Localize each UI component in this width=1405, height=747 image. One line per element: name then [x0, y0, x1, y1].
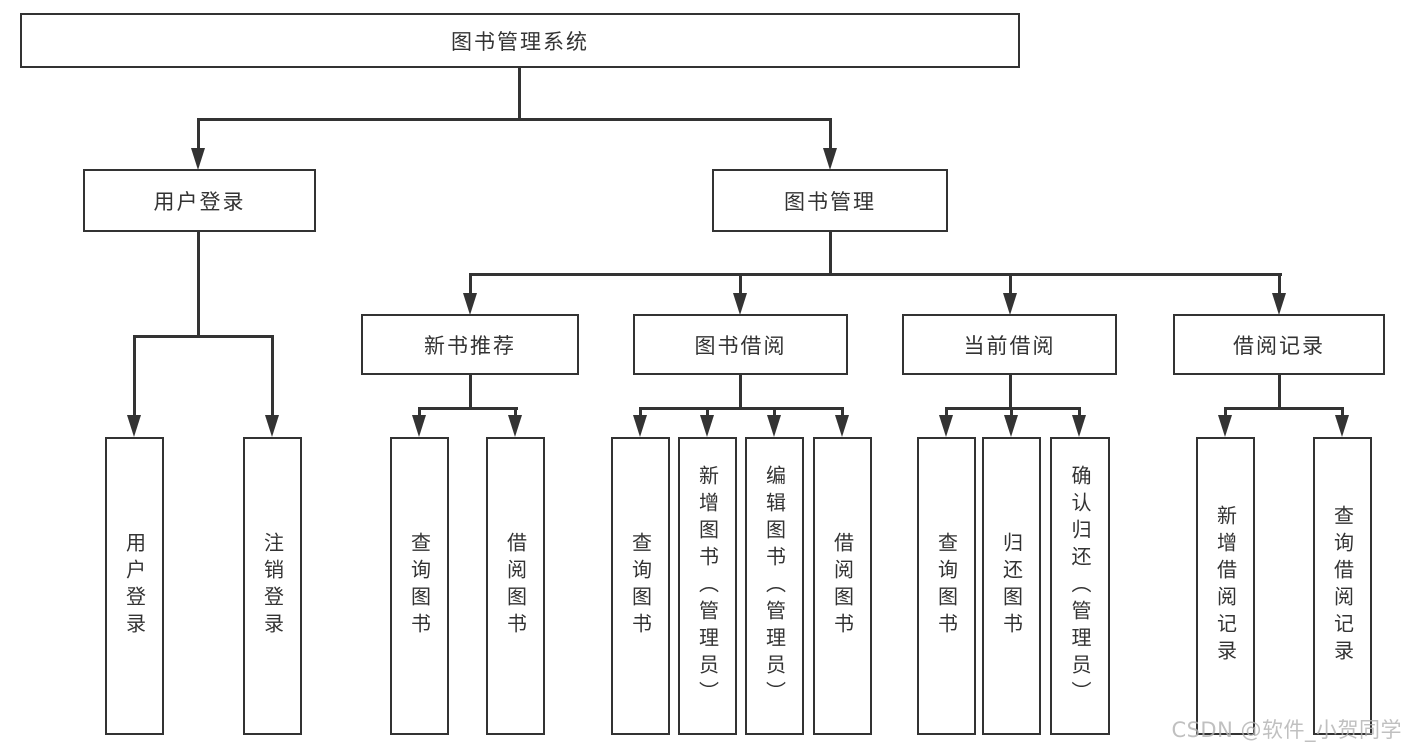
connector-line — [197, 120, 200, 148]
node-return-book: 归还图书 — [982, 437, 1041, 735]
connector-line — [1341, 407, 1344, 417]
arrowhead — [733, 293, 747, 315]
node-edit-book-admin: 编辑图书（管理员） — [745, 437, 804, 735]
connector-line — [469, 275, 472, 293]
connector-line — [271, 337, 274, 415]
node-query-books-recommend: 查询图书 — [390, 437, 449, 735]
connector-line — [1224, 407, 1227, 417]
node-user-login: 用户登录 — [83, 169, 316, 232]
node-logout: 注销登录 — [243, 437, 302, 735]
connector-line — [418, 407, 421, 417]
node-query-books-borrow: 查询图书 — [611, 437, 670, 735]
connector-line — [739, 375, 742, 407]
node-label: 用户登录 — [122, 532, 147, 640]
arrowhead — [939, 415, 953, 437]
arrowhead — [767, 415, 781, 437]
connector-line — [469, 375, 472, 407]
node-label: 图书管理 — [784, 189, 876, 214]
connector-line — [418, 407, 518, 410]
arrowhead — [835, 415, 849, 437]
arrowhead — [1272, 293, 1286, 315]
node-label: 编辑图书（管理员） — [762, 464, 787, 708]
node-label: 借阅图书 — [503, 532, 528, 640]
node-label: 图书管理系统 — [451, 29, 589, 54]
node-user-login-leaf: 用户登录 — [105, 437, 164, 735]
connector-line — [197, 118, 832, 121]
arrowhead — [1335, 415, 1349, 437]
connector-line — [773, 407, 776, 417]
connector-line — [706, 407, 709, 417]
connector-line — [1078, 407, 1081, 417]
connector-line — [1278, 375, 1281, 407]
connector-line — [197, 232, 200, 335]
arrowhead — [1003, 293, 1017, 315]
node-label: 用户登录 — [153, 189, 246, 214]
arrowhead — [412, 415, 426, 437]
node-borrowing-records: 借阅记录 — [1173, 314, 1385, 375]
node-label: 查询图书 — [934, 532, 959, 640]
arrowhead — [700, 415, 714, 437]
connector-line — [1224, 407, 1344, 410]
node-label: 图书借阅 — [694, 333, 787, 358]
connector-line — [133, 337, 136, 415]
connector-line — [1009, 375, 1012, 407]
node-current-borrowing: 当前借阅 — [902, 314, 1117, 375]
connector-line — [514, 407, 517, 417]
arrowhead — [633, 415, 647, 437]
node-confirm-return-admin: 确认归还（管理员） — [1050, 437, 1110, 735]
connector-line — [829, 120, 832, 148]
node-label: 确认归还（管理员） — [1068, 464, 1092, 708]
connector-line — [518, 68, 521, 118]
node-new-book-recommendation: 新书推荐 — [361, 314, 579, 375]
node-query-books-current: 查询图书 — [917, 437, 976, 735]
node-label: 新增图书（管理员） — [695, 464, 720, 708]
node-label: 借阅图书 — [830, 532, 855, 640]
connector-line — [945, 407, 948, 417]
node-label: 当前借阅 — [963, 333, 1056, 358]
node-label: 新增借阅记录 — [1213, 505, 1238, 667]
node-query-borrow-record: 查询借阅记录 — [1313, 437, 1372, 735]
arrowhead — [1004, 415, 1018, 437]
connector-line — [739, 275, 742, 293]
node-label: 注销登录 — [260, 532, 285, 640]
connector-line — [1010, 407, 1013, 417]
arrowhead — [823, 148, 837, 170]
connector-line — [639, 407, 844, 410]
connector-line — [841, 407, 844, 417]
connector-line — [1278, 275, 1281, 293]
node-book-borrowing: 图书借阅 — [633, 314, 848, 375]
node-label: 查询借阅记录 — [1330, 505, 1355, 667]
node-label: 归还图书 — [999, 532, 1024, 640]
node-book-management: 图书管理 — [712, 169, 948, 232]
node-label: 查询图书 — [628, 532, 653, 640]
connector-line — [1009, 275, 1012, 293]
arrowhead — [127, 415, 141, 437]
node-label: 新书推荐 — [424, 333, 516, 358]
node-borrow-books-leaf: 借阅图书 — [813, 437, 872, 735]
watermark: CSDN @软件_小贺同学 — [1171, 718, 1402, 742]
arrowhead — [508, 415, 522, 437]
arrowhead — [1072, 415, 1086, 437]
connector-line — [469, 273, 1282, 276]
node-add-book-admin: 新增图书（管理员） — [678, 437, 737, 735]
arrowhead — [463, 293, 477, 315]
connector-line — [133, 335, 274, 338]
arrowhead — [191, 148, 205, 170]
connector-line — [639, 407, 642, 417]
node-borrow-books-recommend: 借阅图书 — [486, 437, 545, 735]
node-label: 借阅记录 — [1233, 333, 1325, 358]
connector-line — [945, 407, 1081, 410]
node-label: 查询图书 — [407, 532, 432, 640]
node-add-borrow-record: 新增借阅记录 — [1196, 437, 1255, 735]
connector-line — [829, 232, 832, 273]
arrowhead — [265, 415, 279, 437]
arrowhead — [1218, 415, 1232, 437]
node-library-management-system: 图书管理系统 — [20, 13, 1020, 68]
